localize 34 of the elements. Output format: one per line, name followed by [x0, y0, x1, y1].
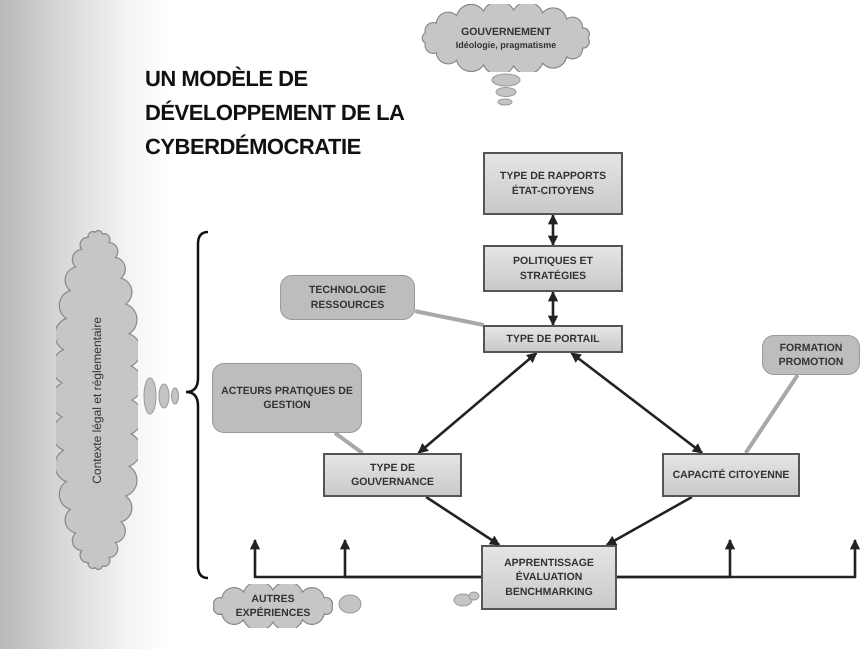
- arrow: [548, 290, 558, 326]
- callout-bubble: [762, 335, 860, 375]
- process-box: [481, 545, 617, 610]
- callout-bubble: [280, 275, 415, 320]
- node-text: CAPACITÉ CITOYENNE: [672, 468, 790, 482]
- arrow: [617, 538, 860, 578]
- arrow: [606, 496, 693, 546]
- arrow: [570, 352, 704, 454]
- process-box: [483, 325, 623, 353]
- process-box: [662, 453, 800, 497]
- process-box: [483, 245, 623, 292]
- node-text: FORMATION PROMOTION: [778, 340, 844, 370]
- callout-tail: [744, 374, 800, 454]
- process-box: [483, 152, 623, 215]
- node-text: TECHNOLOGIE RESSOURCES: [308, 283, 387, 312]
- diagram-title: UN MODÈLE DE DÉVELOPPEMENT DE LA CYBERDÉMOCRATIE: [145, 65, 406, 162]
- node-text: TYPE DE RAPPORTS ÉTAT-CITOYENS: [498, 169, 608, 198]
- node-text: TYPE DE PORTAIL: [506, 332, 600, 346]
- arrow: [548, 214, 558, 246]
- node-text: Contexte légal et réglementaire: [88, 316, 105, 484]
- node-text: APPRENTISSAGE ÉVALUATION BENCHMARKING: [503, 556, 595, 599]
- arrow: [425, 496, 500, 546]
- node-text: AUTRES EXPÉRIENCES: [234, 592, 312, 620]
- node-text: GOUVERNEMENT: [461, 24, 551, 40]
- arrow: [340, 538, 481, 578]
- node-text: Idéologie, pragmatisme: [456, 39, 556, 52]
- node-text: TYPE DE GOUVERNANCE: [350, 460, 435, 490]
- process-box: [323, 453, 462, 497]
- callout-tail: [334, 431, 364, 455]
- node-text: ACTEURS PRATIQUES DE GESTION: [221, 384, 353, 412]
- arrow: [418, 352, 538, 454]
- node-text: POLITIQUES ET STRATÉGIES: [512, 254, 594, 283]
- callout-tail: [414, 309, 484, 327]
- callout-bubble: [212, 363, 362, 433]
